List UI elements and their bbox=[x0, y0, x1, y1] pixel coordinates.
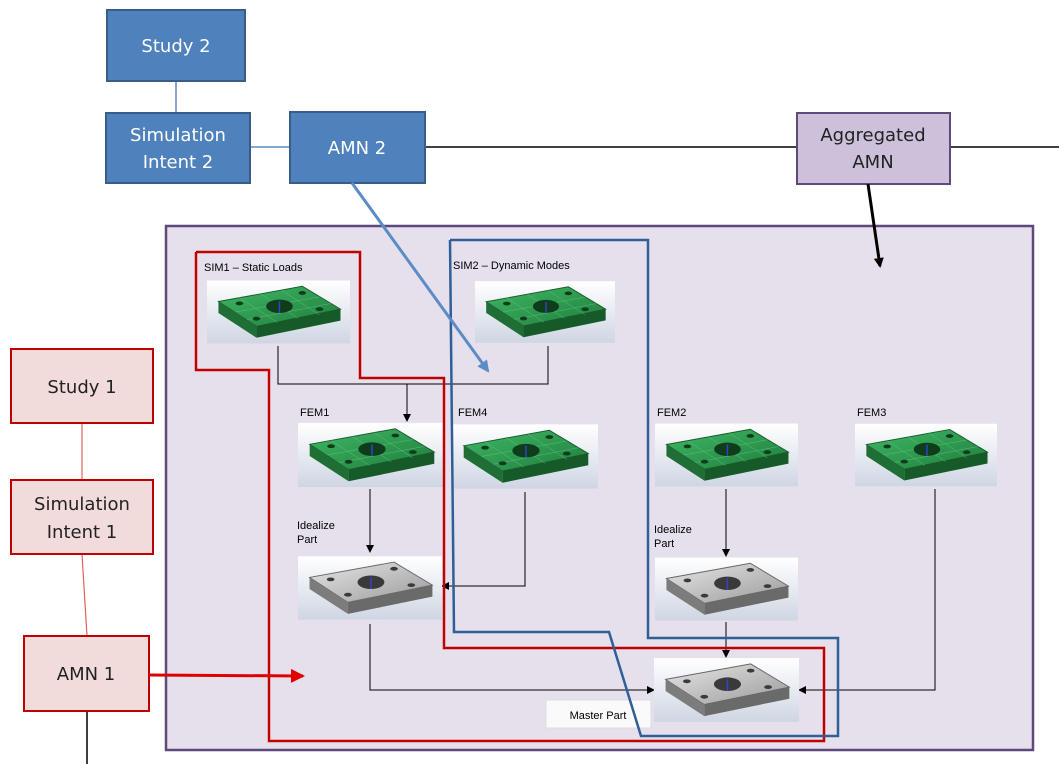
fem3-green-plate-mesh-icon bbox=[855, 422, 997, 488]
study2-box[interactable]: Study 2 bbox=[106, 9, 246, 82]
master-part-label: Master Part bbox=[570, 710, 627, 722]
sim1-group-outline bbox=[194, 250, 826, 743]
aggregated-amn-label-line2: AMN bbox=[852, 152, 893, 173]
amn2-arrow bbox=[350, 182, 490, 373]
fem4-green-plate-mesh-icon bbox=[452, 423, 598, 490]
idealize-to-master-arrow bbox=[369, 624, 655, 694]
simulation-intent1-label-line1: Simulation bbox=[34, 494, 130, 515]
simulation-intent1-label-line2: Intent 1 bbox=[47, 522, 118, 543]
amn1-label: AMN 1 bbox=[57, 664, 115, 685]
fem1-label: FEM1 bbox=[300, 407, 329, 419]
fem4-to-idealize-arrow bbox=[441, 492, 526, 590]
amn1-arrow bbox=[148, 668, 305, 683]
aggregated-amn-box[interactable]: Aggregated AMN bbox=[796, 112, 951, 185]
idealize-label-line2: Part bbox=[297, 534, 317, 546]
study1-box[interactable]: Study 1 bbox=[10, 348, 154, 424]
idealize-label-line1: Idealize bbox=[297, 520, 335, 532]
idealize-gray-plate-icon bbox=[298, 555, 442, 621]
sim2-green-plate-mesh-icon bbox=[475, 280, 615, 344]
aggregated-amn-label-line1: Aggregated bbox=[820, 125, 925, 146]
fem1-green-plate-mesh-icon bbox=[298, 422, 444, 488]
connector-intent1-amn1 bbox=[81, 553, 88, 637]
simulation-intent2-box[interactable]: Simulation Intent 2 bbox=[105, 112, 251, 184]
idealize2-label-line2: Part bbox=[654, 538, 674, 550]
fem2-label: FEM2 bbox=[657, 407, 686, 419]
idealize2-gray-plate-icon bbox=[655, 556, 798, 622]
aggregated-arrow bbox=[866, 183, 884, 268]
amn2-label: AMN 2 bbox=[328, 138, 386, 159]
sim-to-fem1-bracket bbox=[277, 346, 549, 385]
study2-label: Study 2 bbox=[141, 36, 210, 57]
amn2-box[interactable]: AMN 2 bbox=[289, 111, 426, 184]
fem3-to-master-arrow bbox=[798, 489, 936, 694]
sim2-group-outline bbox=[448, 238, 840, 738]
idealize2-label-line1: Idealize bbox=[654, 524, 692, 536]
master-gray-plate-icon bbox=[654, 657, 799, 723]
fem2-green-plate-mesh-icon bbox=[655, 422, 798, 488]
fem3-label: FEM3 bbox=[857, 407, 886, 419]
sim1-green-plate-mesh-icon bbox=[207, 279, 350, 345]
sim1-label: SIM1 – Static Loads bbox=[204, 262, 303, 274]
simulation-intent1-box[interactable]: Simulation Intent 1 bbox=[10, 479, 154, 555]
amn1-box[interactable]: AMN 1 bbox=[23, 635, 150, 712]
fem4-label: FEM4 bbox=[458, 407, 487, 419]
simulation-intent2-label-line2: Intent 2 bbox=[143, 152, 214, 173]
simulation-intent2-label-line1: Simulation bbox=[130, 125, 226, 146]
study1-label: Study 1 bbox=[47, 377, 116, 398]
sim2-label: SIM2 – Dynamic Modes bbox=[453, 260, 570, 272]
